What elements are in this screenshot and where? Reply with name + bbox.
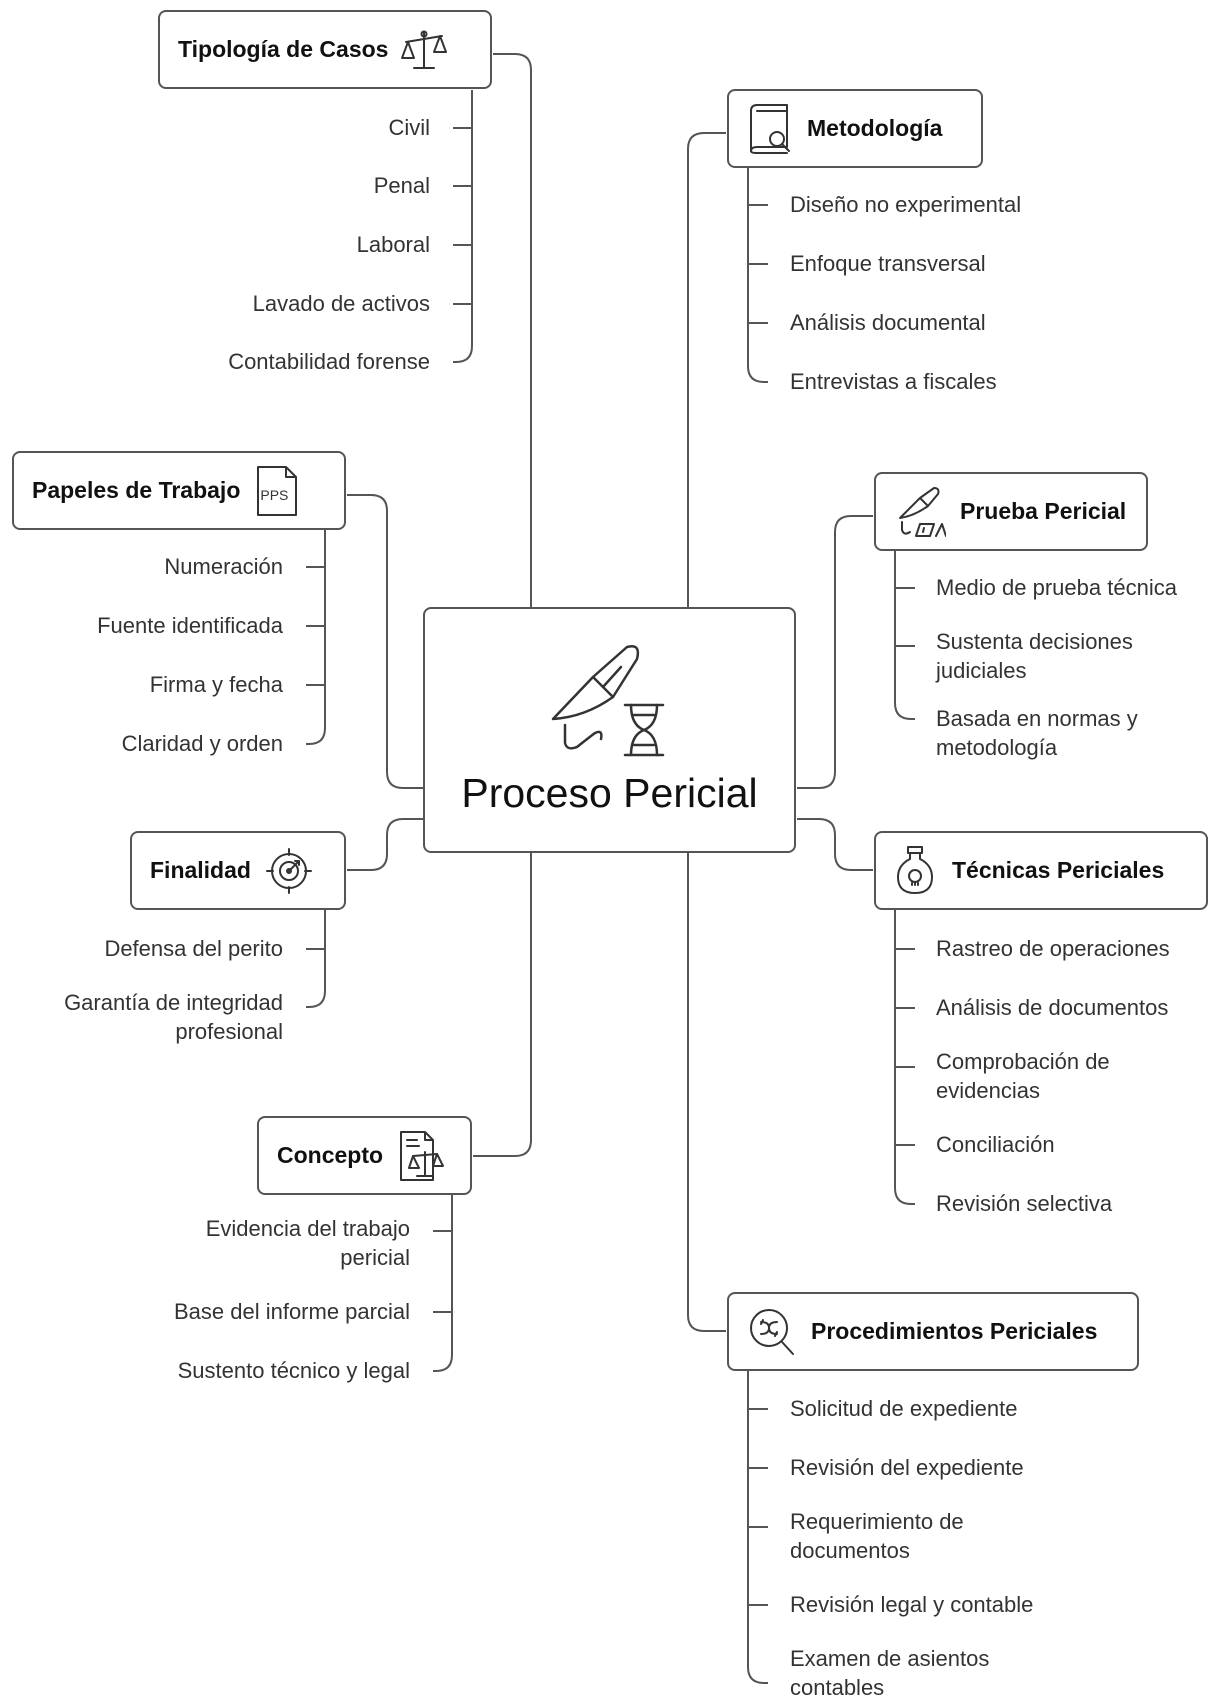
list-item: Examen de asientos contables (790, 1646, 990, 1700)
list-item: Solicitud de expediente (790, 1396, 1018, 1421)
list-item: Conciliación (936, 1132, 1055, 1157)
list-item: Laboral (356, 232, 430, 257)
poison-flask-icon (894, 845, 936, 897)
book-search-icon (747, 103, 793, 155)
branch-title-concepto: Concepto (277, 1142, 384, 1168)
list-item: Requerimiento de documentos (790, 1509, 964, 1563)
connector-concepto (473, 852, 532, 1157)
list-item: Rastreo de operaciones (936, 936, 1170, 961)
list-item: Medio de prueba técnica (936, 575, 1177, 600)
list-item: Sustenta decisiones judiciales (936, 629, 1133, 683)
list-item: Revisión del expediente (790, 1455, 1024, 1480)
list-item: Sustento técnico y legal (177, 1358, 410, 1383)
item-spine-concepto (433, 1190, 453, 1372)
pps-file-icon: PPS (256, 465, 298, 517)
branch-concepto: Concepto (257, 1116, 472, 1195)
list-item: Revisión legal y contable (790, 1592, 1034, 1617)
list-item: Numeración (164, 554, 283, 579)
document-scales-icon (399, 1130, 449, 1182)
list-item: Claridad y orden (121, 731, 283, 756)
list-item: Análisis de documentos (936, 995, 1169, 1020)
branch-title-finalidad: Finalidad (150, 857, 251, 883)
connector-metodologia (687, 132, 726, 608)
list-item: Civil (388, 115, 430, 140)
branch-prueba: Prueba Pericial (874, 472, 1148, 551)
branch-title-tecnicas: Técnicas Periciales (952, 857, 1165, 883)
item-spine-tecnicas (894, 910, 915, 1205)
branch-title-prueba: Prueba Pericial (960, 498, 1127, 524)
branch-procedimientos: Procedimientos Periciales (727, 1292, 1139, 1371)
list-item: Firma y fecha (149, 672, 283, 697)
connector-prueba (797, 515, 873, 789)
knife-dna-icon (545, 639, 675, 764)
branch-finalidad: Finalidad (130, 831, 346, 910)
list-item: Entrevistas a fiscales (790, 369, 997, 394)
list-item: Penal (373, 173, 430, 198)
item-spine-metodologia (747, 168, 768, 383)
item-spine-papeles (306, 530, 326, 745)
list-item: Contabilidad forense (228, 349, 430, 374)
list-item: Revisión selectiva (936, 1191, 1113, 1216)
branch-title-procedimientos: Procedimientos Periciales (811, 1318, 1098, 1344)
branch-title-tipologia: Tipología de Casos (178, 36, 389, 62)
item-spine-prueba (894, 550, 915, 720)
scales-icon (400, 28, 448, 72)
list-item: Garantía de integridad profesional (64, 990, 283, 1044)
list-item: Basada en normas y metodología (936, 706, 1138, 760)
connector-finalidad (347, 818, 428, 871)
item-spine-tipologia (453, 90, 473, 363)
target-icon (265, 847, 313, 895)
connector-tecnicas (797, 818, 873, 871)
list-item: Evidencia del trabajo pericial (205, 1216, 410, 1270)
list-item: Defensa del perito (104, 936, 283, 961)
list-item: Comprobación de evidencias (936, 1049, 1110, 1103)
list-item: Diseño no experimental (790, 192, 1022, 217)
branch-title-metodologia: Metodología (807, 115, 943, 141)
pps-label: PPS (260, 486, 289, 503)
item-spine-procedimientos (747, 1370, 768, 1684)
central-title: Proceso Pericial (461, 770, 758, 816)
list-item: Base del informe parcial (173, 1299, 410, 1324)
branch-papeles: Papeles de Trabajo PPS (12, 451, 346, 530)
connector-papeles (347, 494, 428, 789)
list-item: Lavado de activos (252, 291, 430, 316)
list-item: Enfoque transversal (790, 251, 986, 276)
branch-tecnicas: Técnicas Periciales (874, 831, 1208, 910)
connector-tipologia (493, 53, 532, 608)
branch-tipologia: Tipología de Casos (158, 10, 492, 89)
dna-magnifier-icon (747, 1306, 797, 1358)
connector-procedimientos (687, 852, 726, 1332)
list-item: Fuente identificada (97, 613, 283, 638)
item-spine-finalidad (306, 910, 326, 1008)
list-item: Análisis documental (790, 310, 986, 335)
branch-title-papeles: Papeles de Trabajo (32, 477, 241, 503)
central-node: Proceso Pericial (423, 607, 796, 853)
branch-metodologia: Metodología (727, 89, 983, 168)
knife-evidence-icon (894, 486, 946, 538)
